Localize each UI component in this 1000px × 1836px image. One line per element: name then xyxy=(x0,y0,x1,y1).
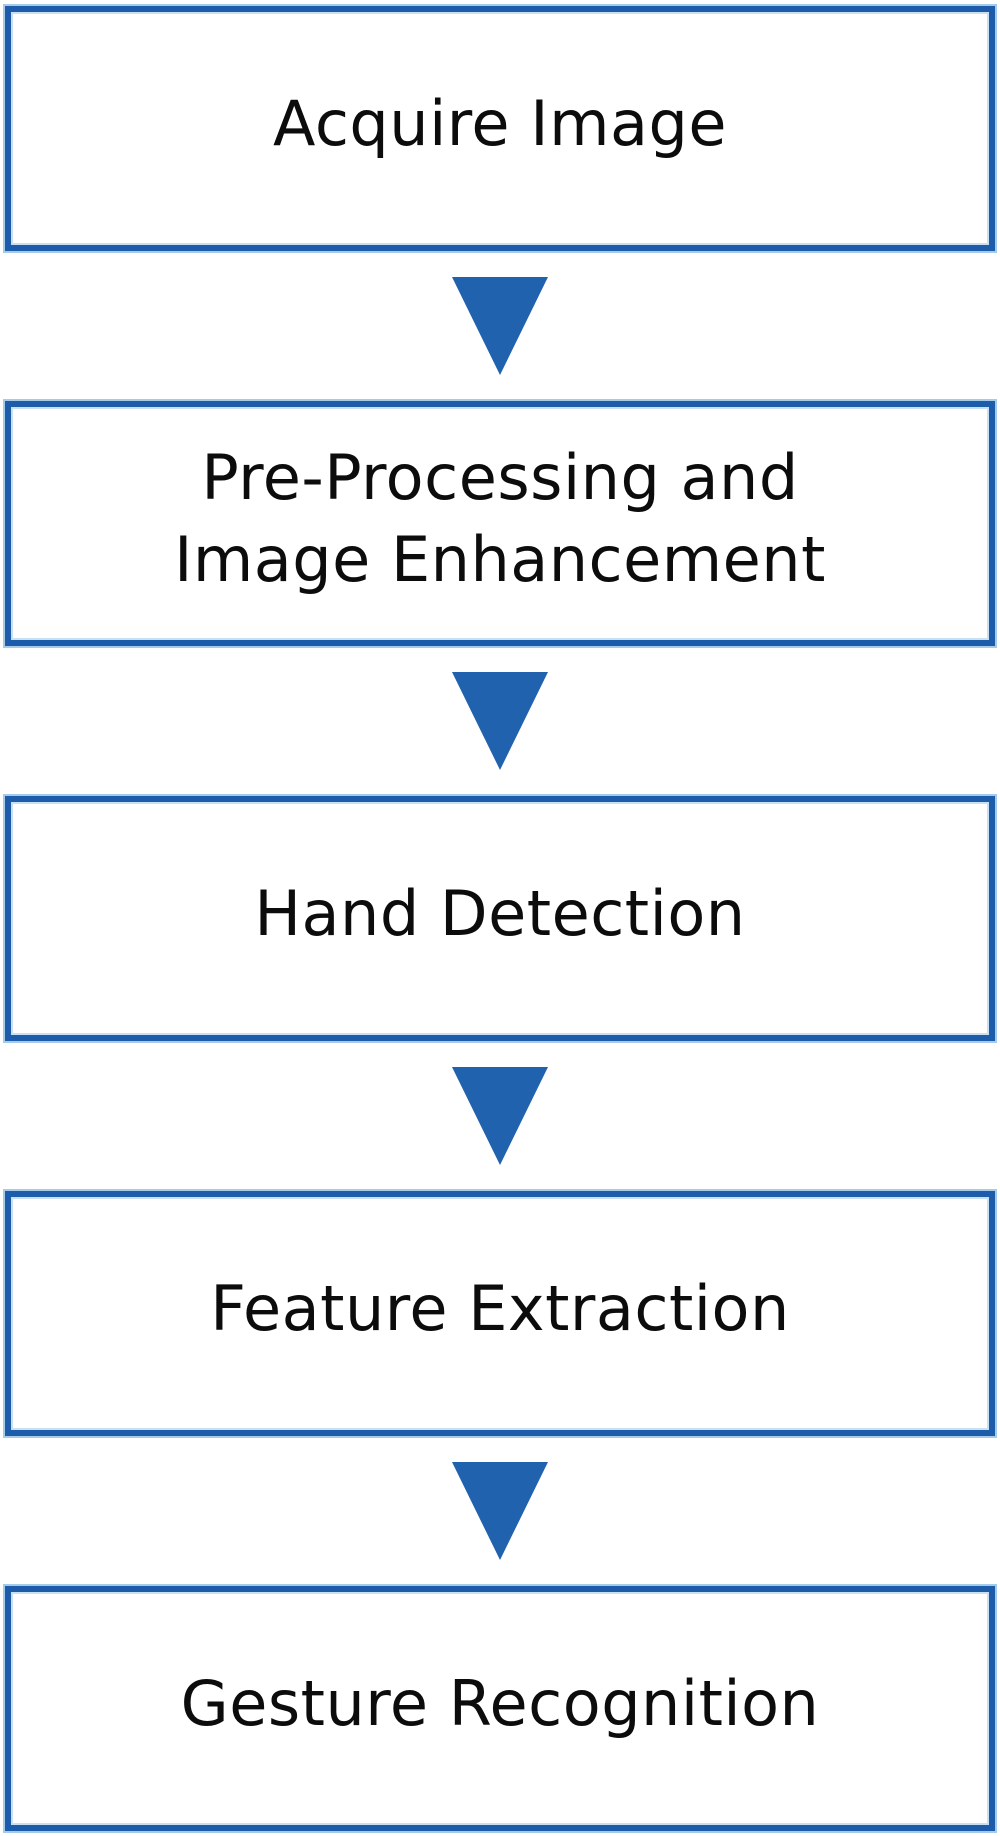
arrow-down-icon xyxy=(452,277,548,375)
step-label-hand-detection: Hand Detection xyxy=(254,876,746,950)
connector-4 xyxy=(0,1436,1000,1586)
step-label-gesture-recognition: Gesture Recognition xyxy=(180,1666,820,1740)
arrow-down-icon xyxy=(452,672,548,770)
step-label-feature-extraction: Feature Extraction xyxy=(210,1271,790,1345)
step-box-feature-extraction: Feature Extraction xyxy=(5,1191,995,1436)
step-box-acquire-image: Acquire Image xyxy=(5,6,995,251)
step-label-pre-processing: Pre-Processing and Image Enhancement xyxy=(174,440,826,596)
step-box-gesture-recognition: Gesture Recognition xyxy=(5,1586,995,1831)
arrow-down-icon xyxy=(452,1067,548,1165)
connector-2 xyxy=(0,646,1000,796)
connector-3 xyxy=(0,1041,1000,1191)
arrow-down-icon xyxy=(452,1462,548,1560)
step-label-acquire-image: Acquire Image xyxy=(273,86,727,160)
step-box-hand-detection: Hand Detection xyxy=(5,796,995,1041)
connector-1 xyxy=(0,251,1000,401)
step-box-pre-processing: Pre-Processing and Image Enhancement xyxy=(5,401,995,646)
